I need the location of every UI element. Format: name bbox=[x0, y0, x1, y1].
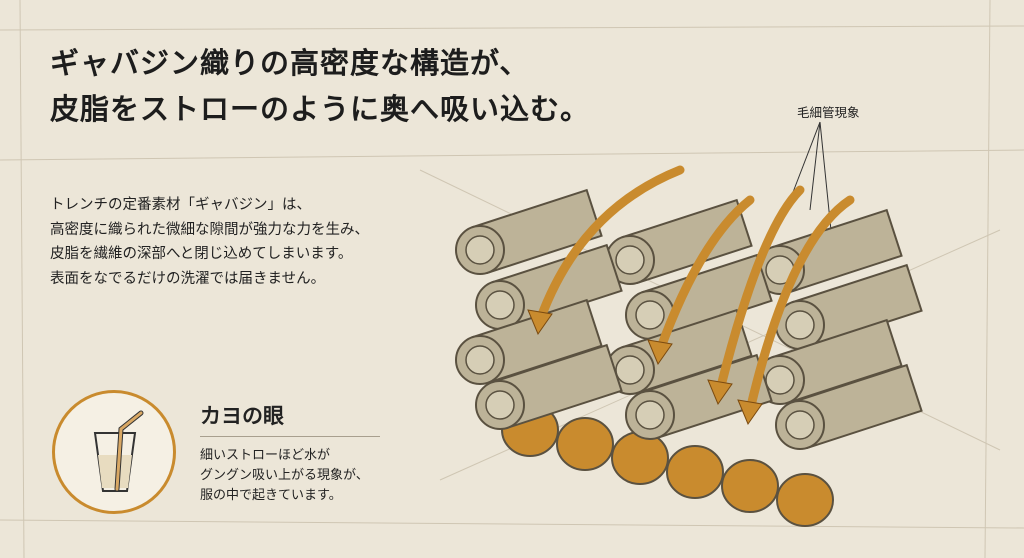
description-line: 表面をなでるだけの洗濯では届きません。 bbox=[50, 270, 326, 287]
fiber-core bbox=[615, 355, 645, 385]
straw-glass-icon bbox=[52, 390, 176, 514]
eye-text-line: 服の中で起きています。 bbox=[200, 488, 342, 503]
capillary-arrow bbox=[535, 165, 685, 325]
fiber-core bbox=[635, 300, 665, 330]
eye-text-line: グングン吸い上がる現象が、 bbox=[200, 468, 369, 483]
fiber-core bbox=[465, 235, 495, 265]
description-line: 高密度に織られた微細な隙間が強力な力を生み、 bbox=[50, 221, 369, 238]
arrow-head-icon bbox=[647, 339, 673, 366]
fabric-weave-illustration bbox=[455, 121, 923, 527]
fiber-core bbox=[465, 345, 495, 375]
title-line-1: ギャバジン織りの高密度な構造が、 bbox=[50, 46, 530, 80]
sebum-pocket bbox=[666, 445, 724, 499]
sebum-pocket bbox=[721, 459, 779, 513]
arrow-head-icon bbox=[737, 399, 763, 426]
eye-text-line: 細いストローほど水が bbox=[200, 448, 331, 463]
capillary-arrow bbox=[655, 195, 755, 355]
fiber-core bbox=[635, 400, 665, 430]
sebum-pocket bbox=[556, 417, 614, 471]
capillary-arrow bbox=[745, 195, 855, 415]
fiber-core bbox=[765, 365, 795, 395]
arrow-head-icon bbox=[527, 309, 553, 336]
page-title: ギャバジン織りの高密度な構造が、 皮脂をストローのように奥へ吸い込む。 bbox=[50, 40, 590, 132]
sebum-pocket bbox=[776, 473, 834, 527]
capillary-arrow bbox=[715, 185, 805, 395]
description: トレンチの定番素材「ギャバジン」は、 高密度に織られた微細な隙間が強力な力を生み… bbox=[50, 193, 369, 291]
fiber-core bbox=[785, 410, 815, 440]
description-line: トレンチの定番素材「ギャバジン」は、 bbox=[50, 197, 311, 213]
fiber-core bbox=[485, 390, 515, 420]
sebum-pocket bbox=[611, 431, 669, 485]
title-line-2: 皮脂をストローのように奥へ吸い込む。 bbox=[50, 92, 591, 126]
eye-text: 細いストローほど水が グングン吸い上がる現象が、 服の中で起きています。 bbox=[200, 446, 369, 506]
arrow-head-icon bbox=[707, 379, 733, 406]
description-line: 皮脂を繊維の深部へと閉じ込めてしまいます。 bbox=[50, 246, 353, 262]
divider bbox=[200, 436, 380, 437]
eye-heading: カヨの眼 bbox=[200, 404, 284, 428]
capillary-label: 毛細管現象 bbox=[797, 105, 860, 120]
fiber-core bbox=[615, 245, 645, 275]
fiber-core bbox=[485, 290, 515, 320]
fiber-core bbox=[785, 310, 815, 340]
